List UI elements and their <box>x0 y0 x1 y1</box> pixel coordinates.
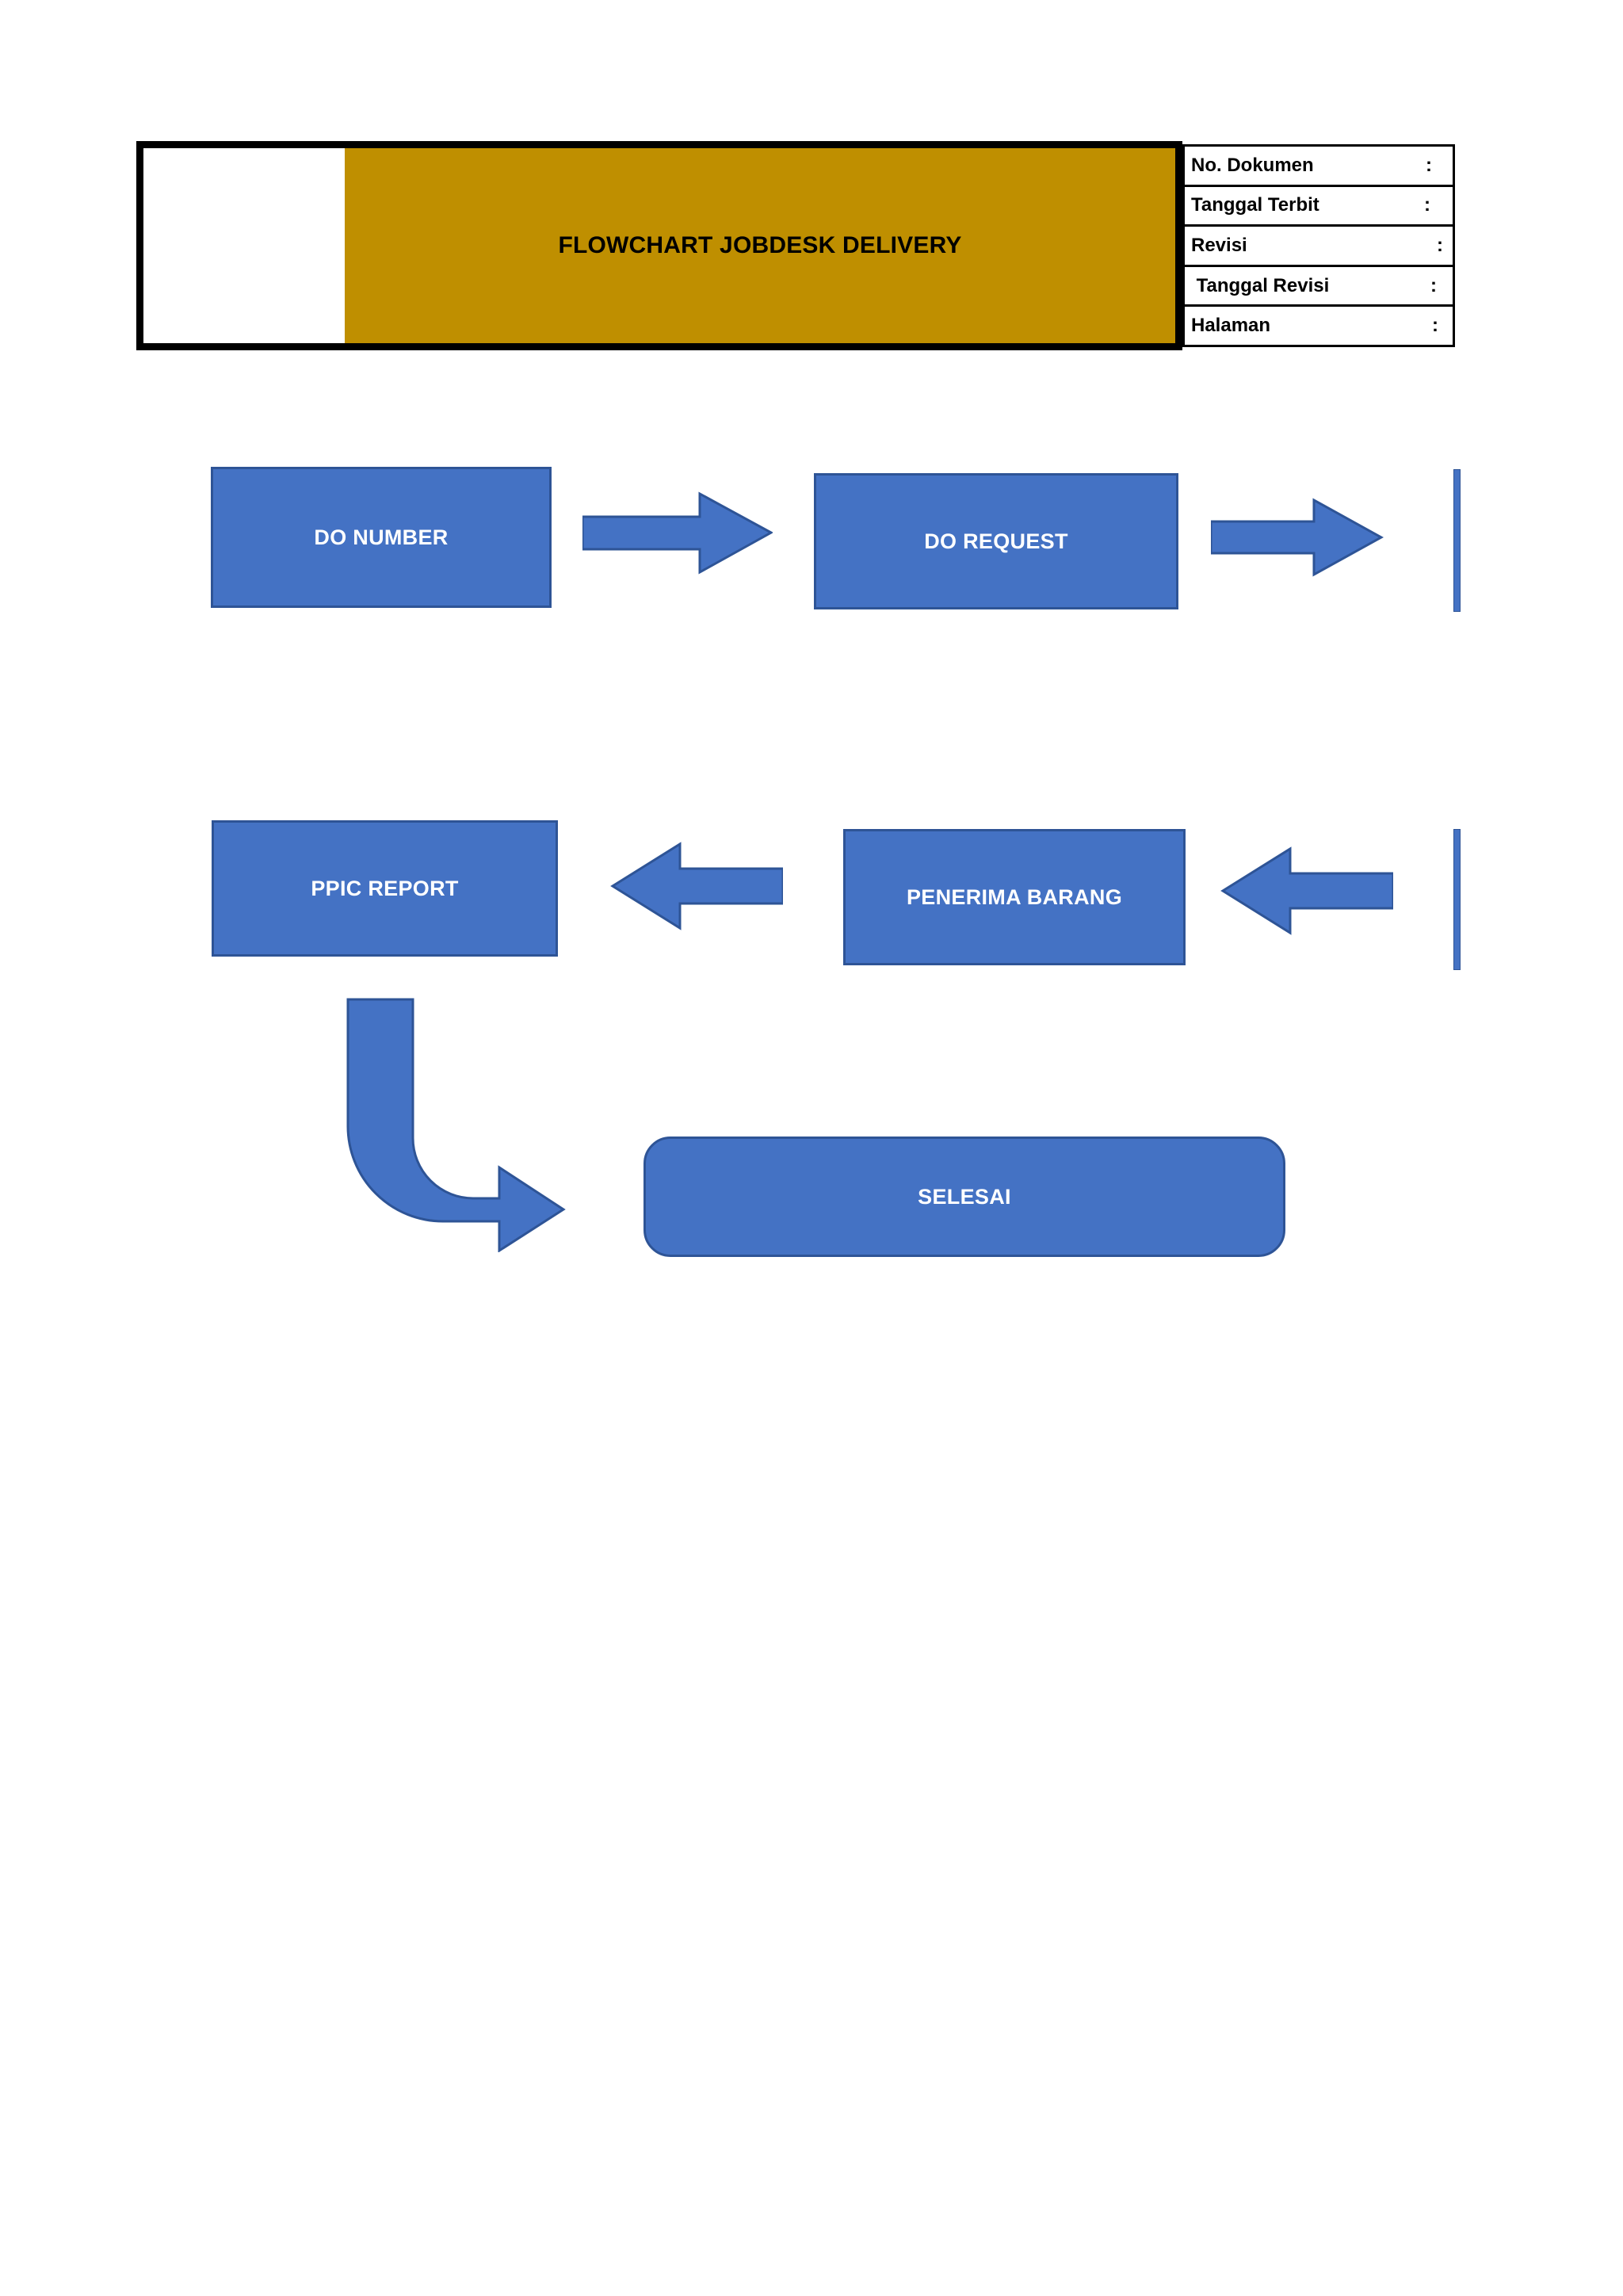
arrow-left-icon <box>1220 846 1393 935</box>
node-label: PENERIMA BARANG <box>906 884 1122 909</box>
flowchart-node-do-number: DO NUMBER <box>211 467 552 608</box>
meta-label-tanggal-revisi: Tanggal Revisi <box>1191 274 1330 296</box>
meta-label-no-dokumen: No. Dokumen <box>1191 154 1314 176</box>
table-row: Tanggal Revisi : <box>1185 266 1453 308</box>
meta-separator: : <box>1424 194 1430 216</box>
logo-cell <box>143 148 345 343</box>
meta-label-revisi: Revisi <box>1191 234 1247 256</box>
arrow-left-icon <box>610 842 783 930</box>
meta-label-halaman: Halaman <box>1191 315 1271 337</box>
table-row: No. Dokumen : <box>1185 147 1453 187</box>
table-row: Tanggal Terbit : <box>1185 186 1453 227</box>
arrow-right-icon <box>1211 498 1384 577</box>
arrow-right-icon <box>582 491 773 575</box>
arrow-elbow-down-right-icon <box>346 998 566 1252</box>
node-label: PPIC REPORT <box>311 876 459 900</box>
connector-bar-vertical-bottom <box>1453 829 1461 970</box>
connector-bar-vertical-top <box>1453 469 1461 612</box>
document-meta-table: No. Dokumen : Tanggal Terbit : Revisi : … <box>1182 144 1455 347</box>
meta-separator: : <box>1426 154 1432 176</box>
flowchart-node-ppic-report: PPIC REPORT <box>212 820 558 957</box>
document-header: FLOWCHART JOBDESK DELIVERY <box>136 141 1182 350</box>
flowchart-node-do-request: DO REQUEST <box>814 473 1178 609</box>
meta-label-tanggal-terbit: Tanggal Terbit <box>1191 194 1319 216</box>
node-label: SELESAI <box>918 1184 1011 1209</box>
meta-separator: : <box>1432 315 1438 337</box>
meta-separator: : <box>1437 234 1443 256</box>
flowchart-node-selesai: SELESAI <box>643 1137 1285 1257</box>
table-row: Halaman : <box>1185 307 1453 345</box>
node-label: DO NUMBER <box>314 525 449 549</box>
node-label: DO REQUEST <box>924 529 1068 553</box>
meta-separator: : <box>1430 274 1437 296</box>
page-title: FLOWCHART JOBDESK DELIVERY <box>558 232 962 258</box>
table-row: Revisi : <box>1185 227 1453 267</box>
title-banner: FLOWCHART JOBDESK DELIVERY <box>345 148 1175 343</box>
flowchart-node-penerima-barang: PENERIMA BARANG <box>843 829 1186 965</box>
